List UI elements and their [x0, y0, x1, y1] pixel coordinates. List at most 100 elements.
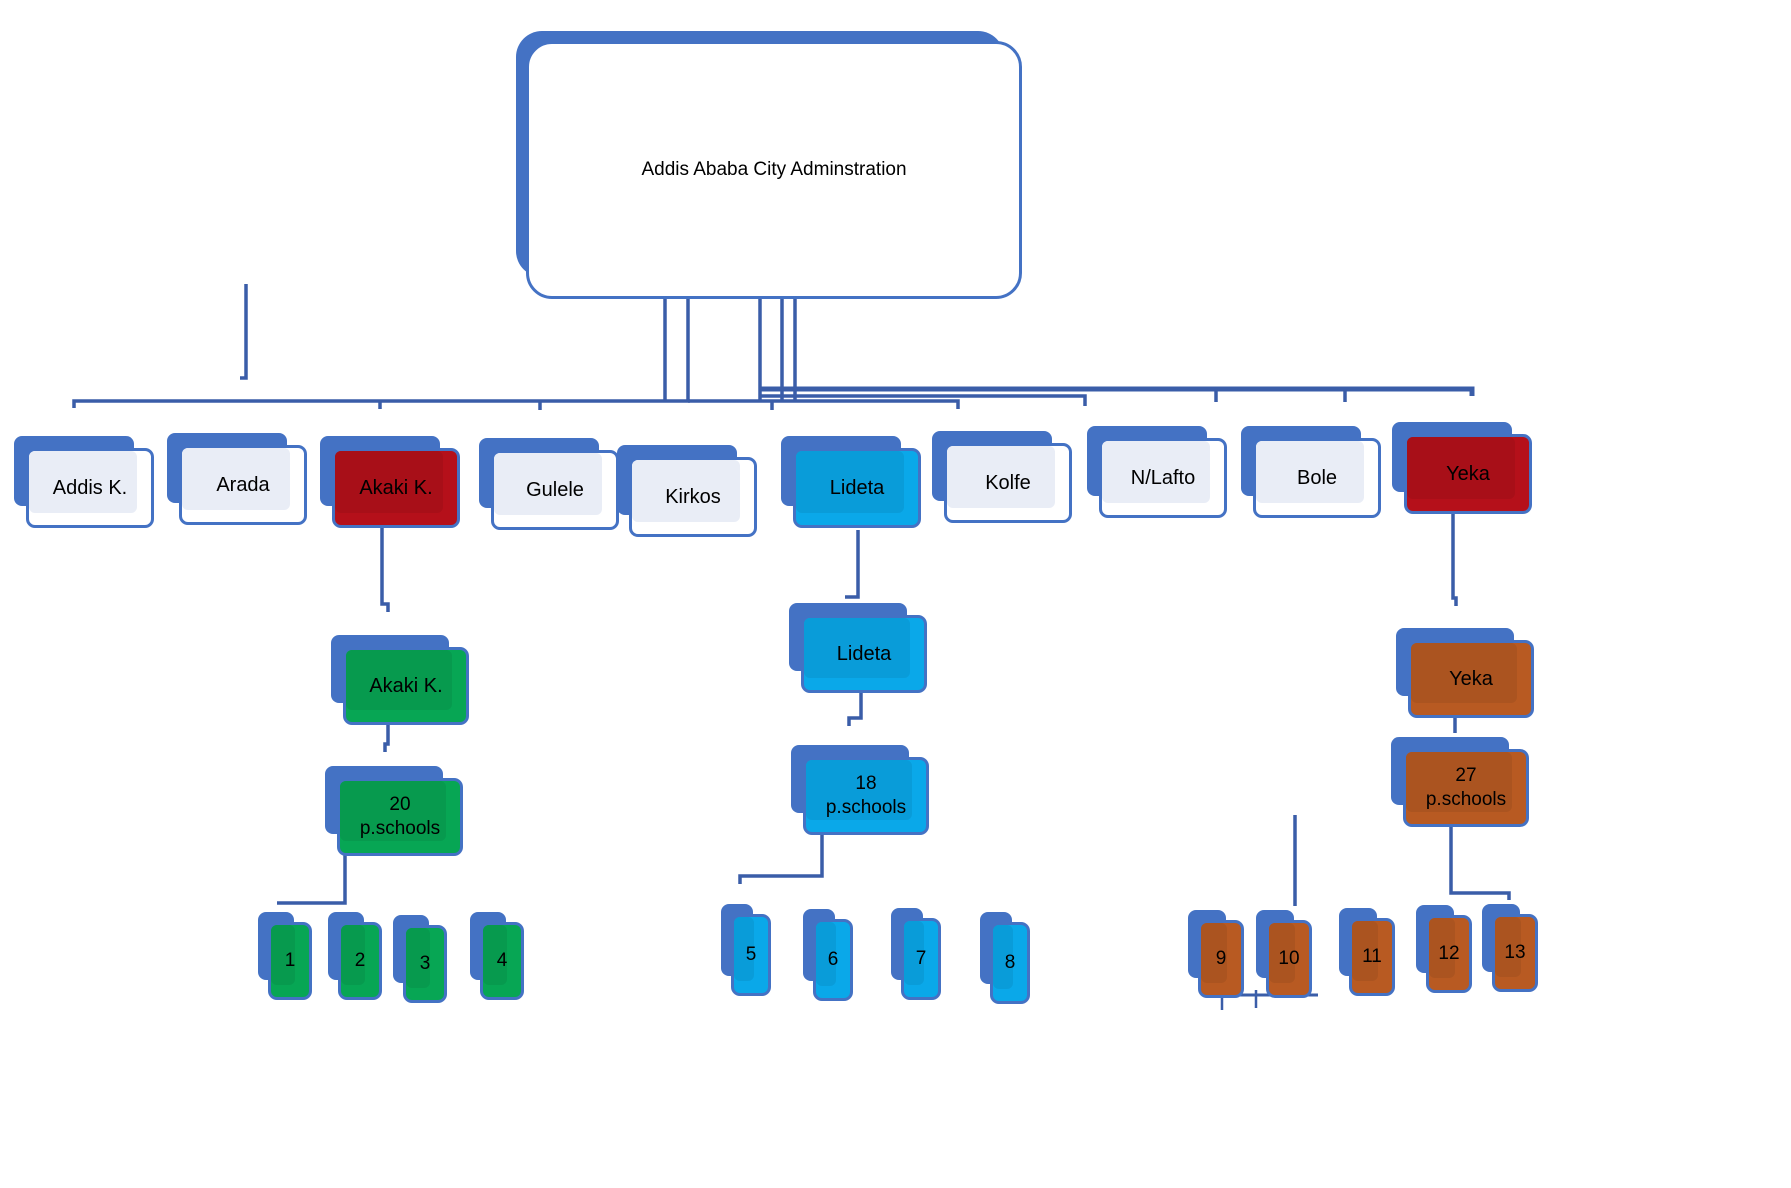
- bus-line-right: [760, 386, 1475, 396]
- node-box: 20 p.schools: [337, 778, 463, 856]
- subcity-node-bole: Bole: [1241, 426, 1381, 518]
- school-leaf-10: 10: [1256, 910, 1312, 998]
- node-label: 1: [284, 950, 296, 971]
- node-box: 13: [1492, 914, 1538, 992]
- connector-subcity-to-woreda: [845, 530, 860, 599]
- node-label: 12: [1438, 943, 1460, 964]
- schools-count-node-0: 20 p.schools: [325, 766, 463, 856]
- node-box: 8: [990, 922, 1030, 1004]
- node-inner-fill: [182, 448, 290, 510]
- school-leaf-5: 5: [721, 904, 771, 996]
- node-label: 3: [419, 953, 431, 974]
- school-leaf-12: 12: [1416, 905, 1472, 993]
- school-leaf-9: 9: [1188, 910, 1244, 998]
- node-label: Arada: [216, 474, 270, 496]
- node-inner-fill: [1269, 923, 1295, 983]
- subcity-node-addis-k-: Addis K.: [14, 436, 154, 528]
- schools-count-node-1: 18 p.schools: [791, 745, 929, 835]
- root-node: Addis Ababa City Adminstration: [516, 31, 1022, 299]
- node-inner-fill: [340, 781, 446, 841]
- node-label: 6: [827, 949, 839, 970]
- node-label: Akaki K.: [369, 675, 443, 697]
- node-label: 18 p.schools: [825, 773, 907, 818]
- node-inner-fill: [1102, 441, 1210, 503]
- node-inner-fill: [904, 921, 924, 985]
- subcity-node-gulele: Gulele: [479, 438, 619, 530]
- node-label: N/Lafto: [1130, 467, 1196, 489]
- node-box: 12: [1426, 915, 1472, 993]
- node-inner-fill: [494, 453, 602, 515]
- node-box: N/Lafto: [1099, 438, 1227, 518]
- node-inner-fill: [341, 925, 365, 985]
- node-label: 9: [1215, 948, 1227, 969]
- connector-subcity-to-woreda: [1451, 512, 1458, 606]
- node-label: 13: [1504, 942, 1526, 963]
- node-box: Kolfe: [944, 443, 1072, 523]
- subcity-node-arada: Arada: [167, 433, 307, 525]
- node-box: Akaki K.: [343, 647, 469, 725]
- node-inner-fill: [406, 928, 430, 988]
- connector-woreda-to-schools: [383, 725, 390, 752]
- node-inner-fill: [346, 650, 452, 710]
- woreda-node-0: Akaki K.: [331, 635, 469, 725]
- schools-count-node-2: 27 p.schools: [1391, 737, 1529, 827]
- node-label: 2: [354, 950, 366, 971]
- node-inner-fill: [1352, 921, 1378, 981]
- node-inner-fill: [1411, 643, 1517, 703]
- node-box: 5: [731, 914, 771, 996]
- root-label: Addis Ababa City Adminstration: [641, 159, 907, 180]
- node-label: 8: [1004, 952, 1016, 973]
- node-label: Bole: [1296, 467, 1338, 489]
- node-label: Lideta: [836, 643, 892, 665]
- node-box: Kirkos: [629, 457, 757, 537]
- school-leaf-4: 4: [470, 912, 524, 1000]
- connector-subcity-to-woreda: [380, 528, 390, 612]
- node-inner-fill: [1256, 441, 1364, 503]
- node-inner-fill: [734, 917, 754, 981]
- stray-connector: [240, 284, 248, 380]
- subcity-node-kirkos: Kirkos: [617, 445, 757, 537]
- node-box: 9: [1198, 920, 1244, 998]
- node-inner-fill: [1201, 923, 1227, 983]
- node-box: Yeka: [1408, 640, 1534, 718]
- node-box: 2: [338, 922, 382, 1000]
- node-box: 3: [403, 925, 447, 1003]
- node-box: 7: [901, 918, 941, 1000]
- node-box: Bole: [1253, 438, 1381, 518]
- subcity-node-lideta: Lideta: [781, 436, 921, 528]
- node-box: 6: [813, 919, 853, 1001]
- subcity-node-akaki-k-: Akaki K.: [320, 436, 460, 528]
- bus-line-left: [72, 399, 690, 408]
- subcity-node-kolfe: Kolfe: [932, 431, 1072, 523]
- school-leaf-2: 2: [328, 912, 382, 1000]
- node-box: 1: [268, 922, 312, 1000]
- node-label: Lideta: [829, 477, 885, 499]
- node-label: 11: [1362, 946, 1382, 967]
- node-box: Lideta: [801, 615, 927, 693]
- node-label: 4: [496, 950, 508, 971]
- connector-woreda-to-schools: [847, 686, 863, 726]
- node-inner-fill: [806, 760, 912, 820]
- node-inner-fill: [804, 618, 910, 678]
- node-label: Gulele: [526, 479, 584, 501]
- connector-schools-to-leaves: [1449, 826, 1511, 900]
- node-label: 7: [915, 948, 927, 969]
- node-box: 4: [480, 922, 524, 1000]
- node-box: 11: [1349, 918, 1395, 996]
- subcity-node-yeka: Yeka: [1392, 422, 1532, 514]
- bus-line-mid: [688, 399, 960, 409]
- woreda-node-2: Yeka: [1396, 628, 1534, 718]
- school-leaf-8: 8: [980, 912, 1030, 1004]
- connector-schools-to-leaves: [277, 845, 347, 905]
- connector-schools-to-leaves: [738, 827, 824, 884]
- node-box: Addis K.: [26, 448, 154, 528]
- school-leaf-11: 11: [1339, 908, 1395, 996]
- node-inner-fill: [29, 451, 137, 513]
- node-box: 10: [1266, 920, 1312, 998]
- node-label: Kolfe: [985, 472, 1031, 494]
- school-leaf-1: 1: [258, 912, 312, 1000]
- school-leaf-7: 7: [891, 908, 941, 1000]
- node-inner-fill: [1406, 752, 1512, 812]
- node-box: 27 p.schools: [1403, 749, 1529, 827]
